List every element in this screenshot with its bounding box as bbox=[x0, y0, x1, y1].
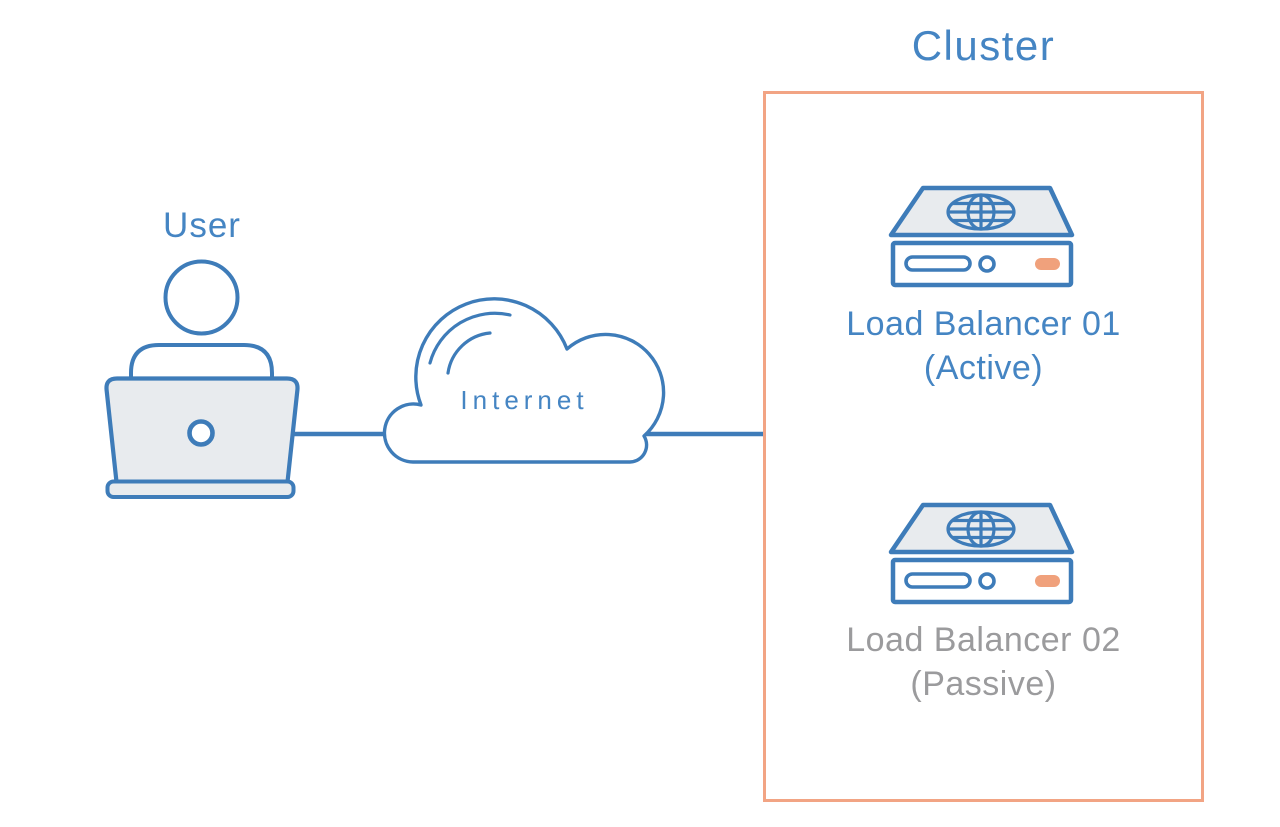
cluster-box bbox=[763, 91, 1204, 802]
load-balancer-1-name: Load Balancer 01 bbox=[846, 305, 1121, 343]
laptop-base bbox=[105, 479, 296, 499]
internet-cloud-icon bbox=[382, 297, 666, 464]
laptop-logo-dot bbox=[187, 419, 215, 447]
load-balancer-1-label: Load Balancer 01 (Active) bbox=[763, 302, 1204, 390]
user-head bbox=[163, 259, 240, 336]
load-balancer-2-icon bbox=[891, 505, 1072, 602]
internet-label: Internet bbox=[460, 385, 589, 415]
user-label: User bbox=[163, 206, 241, 245]
load-balancer-2-label: Load Balancer 02 (Passive) bbox=[763, 618, 1204, 706]
load-balancer-1-icon bbox=[891, 188, 1072, 285]
cluster-title: Cluster bbox=[911, 22, 1056, 69]
load-balancer-1-state: (Active) bbox=[923, 349, 1044, 387]
load-balancer-2-state: (Passive) bbox=[910, 665, 1057, 703]
laptop-icon bbox=[104, 376, 300, 499]
load-balancer-2-name: Load Balancer 02 bbox=[846, 621, 1121, 659]
user-icon bbox=[104, 259, 300, 499]
cloud-highlight-arcs bbox=[428, 311, 512, 375]
